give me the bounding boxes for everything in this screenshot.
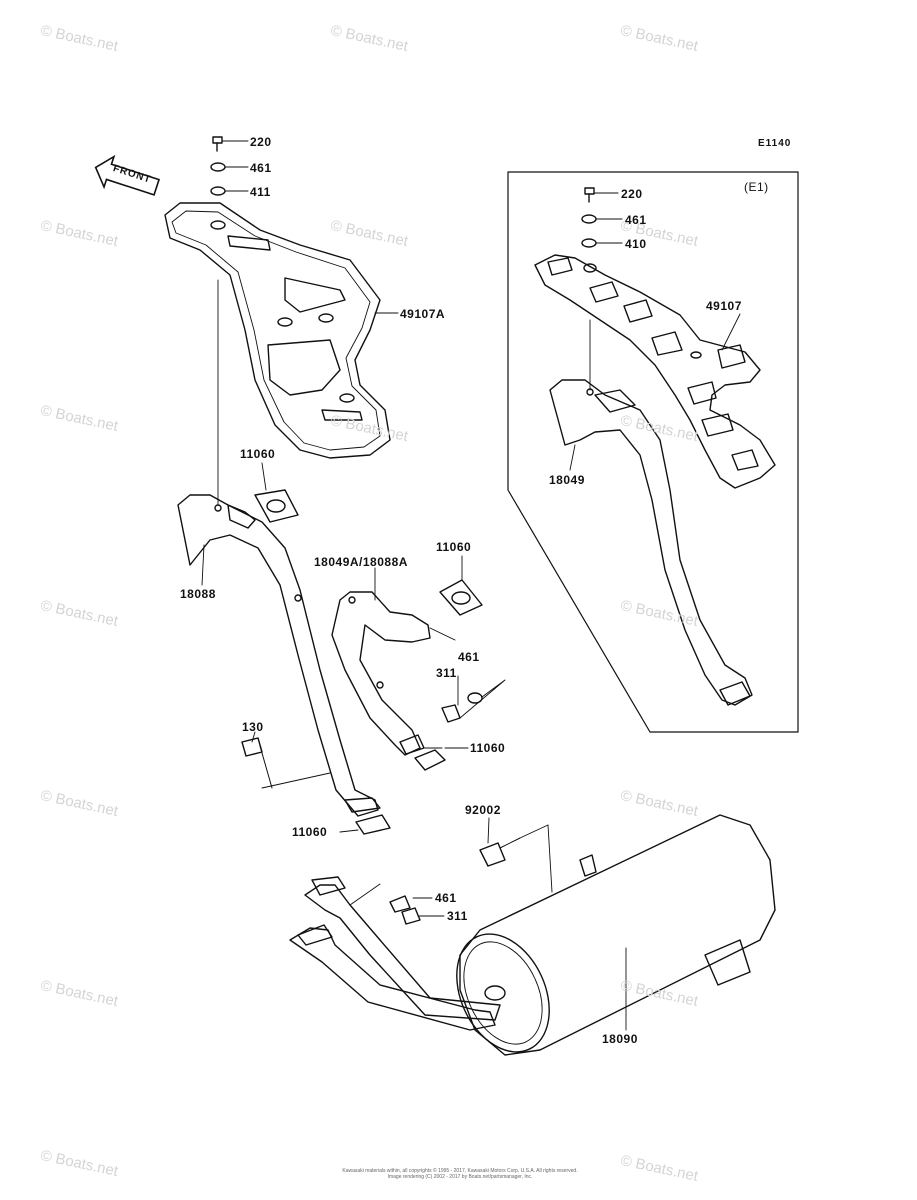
heat-guard-49107 [534,254,776,489]
part-label: 220 [621,187,643,201]
part-label: 49107A [400,307,446,321]
part-label: 11060 [292,825,328,839]
muffler-18090 [289,814,776,1056]
front-arrow-icon [94,154,161,196]
inset-label: (E1) [744,180,769,194]
part-label: 18049A/18088A [314,555,408,569]
part-label: 130 [242,720,264,734]
part-label: 18088 [180,587,216,601]
e1-inset-frame [507,171,799,733]
part-label: 410 [625,237,647,251]
bolt-130 [241,737,331,789]
copyright-notice: Kawasaki materials within, all copyright… [342,1168,578,1180]
part-label: 11060 [240,447,276,461]
fastener-stack-main [210,136,249,196]
part-label: 411 [250,185,271,199]
part-label: 18090 [602,1032,638,1046]
part-label: 461 [458,650,480,664]
fastener-stack-e1 [581,187,623,248]
part-label: 18049 [549,473,585,487]
part-label: 49107 [706,299,742,313]
bolt-92002 [479,824,549,867]
gasket-11060-b [439,579,483,616]
part-label: 311 [436,666,457,680]
part-label: 11060 [470,741,506,755]
part-label: 461 [250,161,272,175]
leader-lines [201,312,741,1031]
exhaust-pipe-18049A [331,591,431,756]
gasket-11060-c [414,747,469,771]
heat-guard-49107A [164,202,391,459]
part-label: 92002 [465,803,501,817]
part-label: 461 [435,891,457,905]
exhaust-pipe-18088 [177,494,381,817]
nut-washer-mid [441,679,506,723]
part-label: 311 [447,909,468,923]
gasket-11060-d [339,814,391,835]
part-label: 11060 [436,540,472,554]
exhaust-pipe-18049 [549,379,753,706]
gasket-11060-a [254,489,299,523]
part-label: 461 [625,213,647,227]
nut-washer-low [349,883,421,925]
part-label: 220 [250,135,272,149]
diagram-code: E1140 [758,138,792,149]
